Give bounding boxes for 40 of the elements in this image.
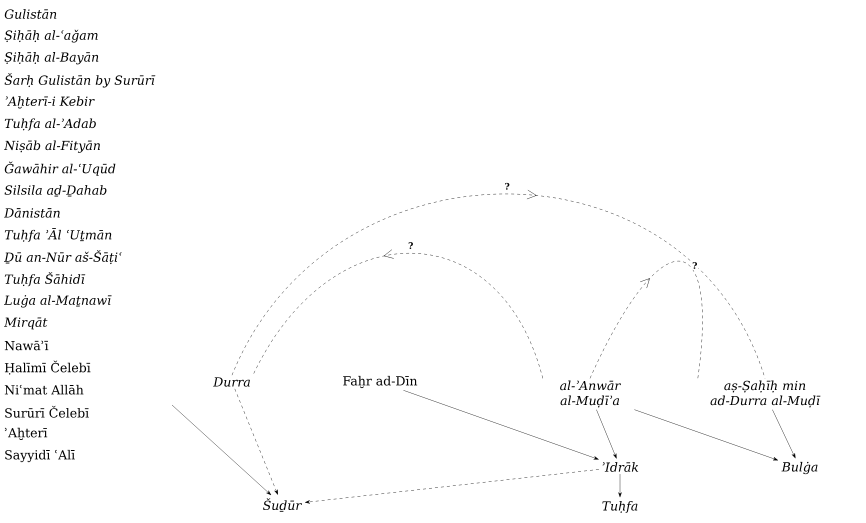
work-title: Šuḏūr <box>263 498 302 512</box>
work-title: Bulġa <box>781 462 818 474</box>
arrow <box>172 404 272 496</box>
list-entry: Ṣiḥāḥ al-Bayān <box>4 52 98 64</box>
list-entry: ʾAḫterī <box>4 428 48 440</box>
list-entry: Niʿmat Allāh <box>4 384 84 395</box>
arrow <box>403 390 599 460</box>
work-title: ʾIdrāk <box>602 462 638 472</box>
arrow <box>596 409 617 459</box>
edge-label: ? <box>408 242 413 249</box>
list-entry: Sayyidī ʿAlī <box>5 450 75 462</box>
list-entry: Dānistān <box>4 208 60 218</box>
arrow <box>618 474 622 498</box>
list-entry: Mirqāt <box>4 317 48 330</box>
edge-label: ? <box>692 262 698 269</box>
work-title: Durra <box>213 377 250 387</box>
list-entry: Silsila aḏ-Ḏahab <box>4 185 106 196</box>
arrow <box>304 469 600 504</box>
list-entry: Niṣāb al-Fityān <box>4 140 100 153</box>
list-entry: Šarḥ Gulistān by Surūrī <box>4 73 156 88</box>
list-entry: Surūrī Čelebī <box>5 406 89 418</box>
list-entry: Gulistān <box>4 9 56 19</box>
list-entry: ʾAḫterī-i Kebir <box>6 96 95 108</box>
list-entry: Nawāʾī <box>4 340 48 350</box>
work-title: al-ʾAnwār al-Muḍīʾa <box>560 380 621 408</box>
edge-label: ? <box>505 182 510 190</box>
work-title: Faḫr ad-Dīn <box>343 376 418 388</box>
work-title: aṣ-Ṣaḥīḥ min ad-Durra al-Muḍī <box>710 380 820 408</box>
list-entry: Ḥalīmī Čelebī <box>4 360 90 375</box>
list-entry: Tuḥfa al-ʾAdab <box>4 118 96 131</box>
list-entry: Ṣiḥāḥ al-ʿaǧam <box>4 30 98 42</box>
arrow <box>772 409 796 458</box>
list-entry: Tuḥfa Šāhidī <box>4 272 86 286</box>
list-entry: Luġa al-Maṯnawī <box>4 295 112 308</box>
arrow <box>634 409 778 460</box>
list-entry: Ḏū an-Nūr aš-Šāṭiʿ <box>4 250 122 264</box>
work-title: Tuḥfa <box>602 500 638 514</box>
list-entry: Ǧawāhir al-ʿUqūd <box>4 162 116 176</box>
arrow <box>234 388 278 495</box>
list-entry: Tuḥfa ʾĀl ʿUṯmān <box>4 228 112 242</box>
